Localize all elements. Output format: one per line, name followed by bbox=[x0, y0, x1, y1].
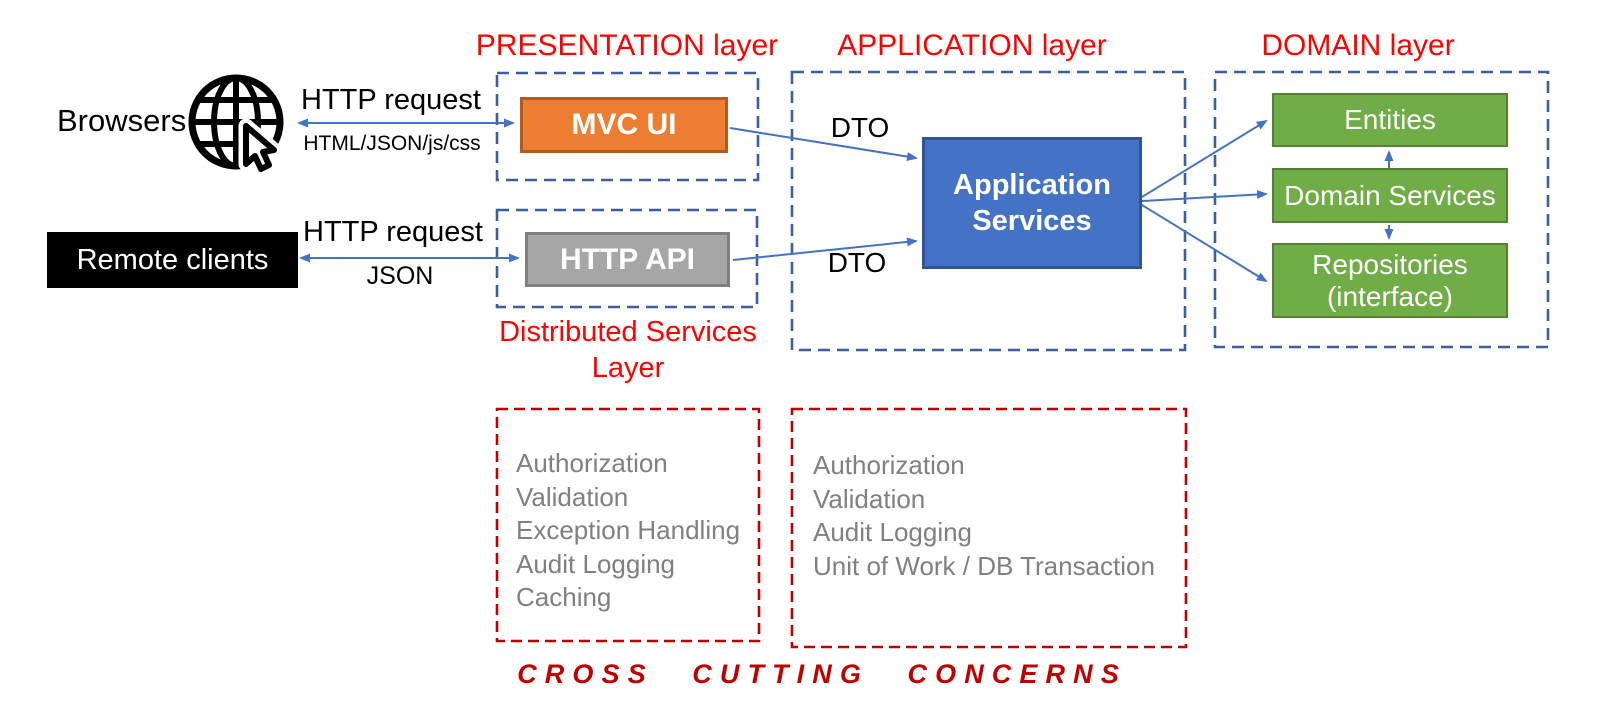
entities-label: Entities bbox=[1344, 104, 1436, 135]
browser-arrow-top-label: HTTP request bbox=[301, 84, 481, 116]
cross-cutting-right-list: Authorization Validation Audit Logging U… bbox=[813, 449, 1155, 583]
list-item: Audit Logging bbox=[813, 517, 973, 547]
domain-services-box: Domain Services bbox=[1272, 168, 1508, 223]
presentation-layer-title: PRESENTATION layer bbox=[475, 29, 779, 62]
http-api-box: HTTP API bbox=[525, 232, 730, 287]
list-item: Exception Handling bbox=[516, 515, 741, 545]
entities-box: Entities bbox=[1272, 93, 1508, 147]
list-item: Validation bbox=[516, 481, 629, 512]
arrow-appservices-repositories bbox=[1141, 204, 1268, 283]
list-item: Caching bbox=[516, 582, 612, 612]
cross-cutting-left-list: Authorization Validation Exception Handl… bbox=[516, 447, 740, 615]
cross-cutting-caption: CROSS CUTTING CONCERNS bbox=[517, 659, 1127, 689]
dto-upper-label: DTO bbox=[830, 112, 890, 143]
list-item: Audit Logging bbox=[516, 548, 676, 579]
repositories-box: Repositories (interface) bbox=[1272, 243, 1508, 318]
arrow-httpapi-appservices bbox=[732, 237, 918, 261]
globe-with-cursor-icon bbox=[186, 70, 298, 183]
mvc-ui-label: MVC UI bbox=[571, 108, 677, 141]
browser-arrow-bottom-label: HTML/JSON/js/css bbox=[303, 132, 481, 155]
distributed-services-layer-title: Distributed Services Layer bbox=[499, 316, 757, 384]
http-api-label: HTTP API bbox=[559, 242, 695, 276]
application-services-box: Application Services bbox=[922, 137, 1142, 269]
arrow-appservices-domainservices bbox=[1141, 190, 1268, 202]
domain-layer-title: DOMAIN layer bbox=[1261, 29, 1455, 62]
repositories-label: Repositories (interface) bbox=[1312, 248, 1468, 312]
remote-arrow-bottom-label: JSON bbox=[366, 262, 434, 290]
list-item: Authorization bbox=[813, 450, 965, 480]
mvc-ui-box: MVC UI bbox=[520, 97, 728, 153]
browsers-label: Browsers bbox=[57, 103, 187, 138]
list-item: Authorization bbox=[516, 448, 668, 478]
remote-arrow-top-label: HTTP request bbox=[303, 216, 483, 248]
application-layer-title: APPLICATION layer bbox=[837, 29, 1107, 62]
list-item: Unit of Work / DB Transaction bbox=[813, 550, 1155, 581]
remote-clients-box: Remote clients bbox=[47, 232, 298, 288]
list-item: Validation bbox=[813, 483, 926, 514]
domain-services-label: Domain Services bbox=[1284, 179, 1496, 211]
remote-clients-label: Remote clients bbox=[76, 243, 269, 276]
application-services-label: Application Services bbox=[953, 169, 1111, 237]
arrow-appservices-entities bbox=[1141, 119, 1268, 198]
dto-lower-label: DTO bbox=[827, 247, 887, 278]
